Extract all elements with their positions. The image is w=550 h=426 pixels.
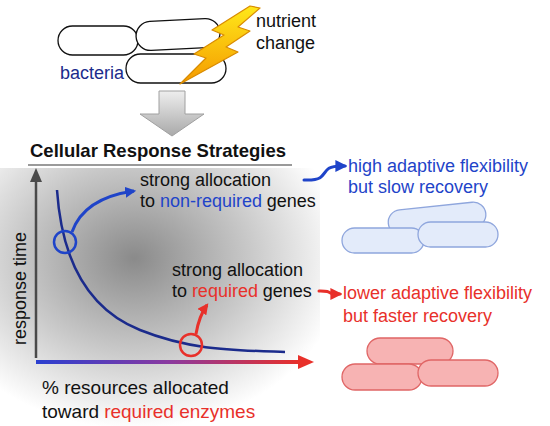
bacterium-cell bbox=[126, 54, 226, 83]
y-axis-arrowhead bbox=[30, 168, 42, 182]
outcome-group: lower adaptive flexibility but faster re… bbox=[343, 282, 541, 394]
flow-arrow bbox=[140, 91, 204, 136]
outcome-arrow bbox=[319, 291, 340, 294]
bacterium-cell bbox=[135, 18, 220, 51]
event-label: nutrient change bbox=[256, 10, 336, 54]
lightning-bolt bbox=[180, 6, 260, 84]
bacterium-cell bbox=[342, 228, 424, 253]
curve-marker bbox=[54, 231, 76, 253]
annotation-keyword: non-required bbox=[160, 191, 262, 211]
leader-arrow bbox=[72, 191, 134, 232]
bacterium-cell bbox=[418, 360, 498, 386]
y-axis bbox=[35, 180, 38, 358]
strategy-annotation: strong allocation tonon-requiredgenes bbox=[140, 170, 302, 214]
leader-arrow bbox=[196, 305, 207, 334]
annotation-text: genes bbox=[267, 191, 316, 211]
axis-label: response time bbox=[9, 235, 31, 345]
event-label: nutrient change bbox=[256, 11, 316, 53]
axis-title: response time bbox=[10, 232, 30, 345]
outcome-text: lower adaptive flexibility but faster re… bbox=[343, 283, 532, 326]
axis-keyword: required enzymes bbox=[104, 401, 255, 422]
outcome-text: high adaptive flexibility but slow recov… bbox=[348, 156, 528, 197]
annotation-keyword: required bbox=[192, 281, 258, 301]
outcome-group: high adaptive flexibility but slow recov… bbox=[348, 156, 538, 256]
outcome-arrow bbox=[304, 166, 345, 180]
heading-underline bbox=[28, 164, 292, 166]
bacterium-cell bbox=[367, 338, 453, 364]
strategy-annotation: strong allocation torequiredgenes bbox=[172, 260, 317, 304]
axis-label: % resources allocated towardrequired enz… bbox=[42, 376, 264, 424]
bacterium-cell bbox=[58, 26, 138, 55]
annotation-text: genes bbox=[263, 281, 312, 301]
bacterium-cell bbox=[387, 201, 487, 236]
panel-shading bbox=[0, 168, 320, 426]
curve-marker bbox=[180, 334, 202, 356]
bacterium-cell bbox=[418, 222, 498, 247]
cell-label: bacteria bbox=[60, 62, 124, 84]
x-axis-arrowhead bbox=[298, 355, 314, 369]
bacterium-cell bbox=[342, 364, 422, 390]
section-heading: Cellular Response Strategies bbox=[30, 140, 286, 162]
bacteria-cluster: bacteria bbox=[55, 16, 235, 88]
x-axis bbox=[36, 360, 300, 364]
